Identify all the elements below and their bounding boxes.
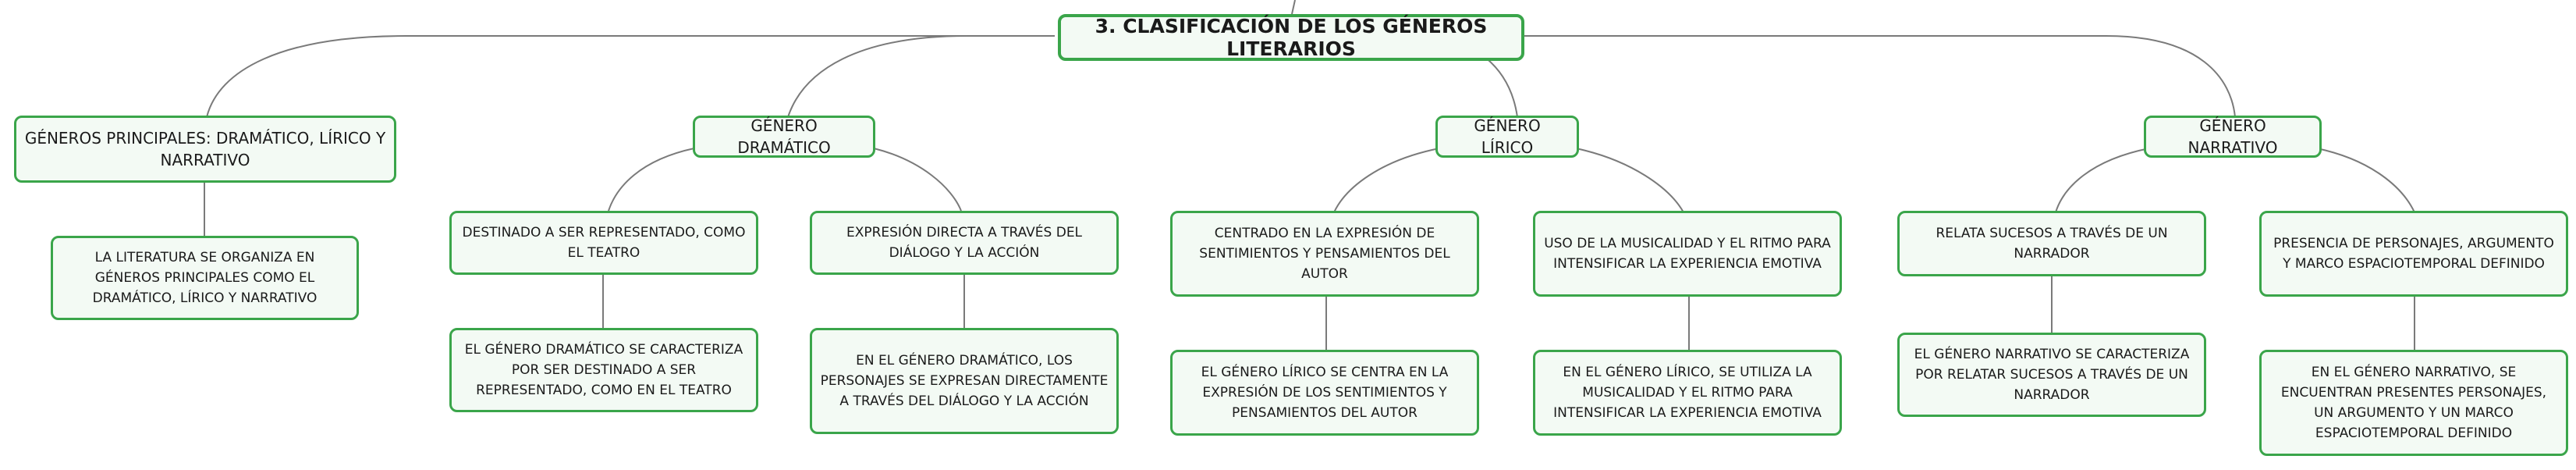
topic-narrativo-narrador-label: RELATA SUCESOS A TRAVÉS DE UN NARRADOR	[1936, 226, 2168, 262]
connector-root-branch-2	[787, 35, 1055, 118]
leaf-lirico-musicalidad[interactable]: EN EL GÉNERO LÍRICO, SE UTILIZA LA MUSIC…	[1533, 350, 1842, 436]
leaf-lirico-sentimientos-label: EL GÉNERO LÍRICO SE CENTRA EN LA EXPRESI…	[1201, 365, 1449, 421]
topic-dramatico-dialogo[interactable]: EXPRESIÓN DIRECTA A TRAVÉS DEL DIÁLOGO Y…	[810, 211, 1119, 275]
leaf-narrativo-narrador[interactable]: EL GÉNERO NARRATIVO SE CARACTERIZA POR R…	[1897, 333, 2206, 417]
connector-root-parent	[1291, 0, 1296, 15]
topic-narrativo-personajes-label: PRESENCIA DE PERSONAJES, ARGUMENTO Y MAR…	[2273, 236, 2554, 272]
branch-genero-lirico[interactable]: GÉNERO LÍRICO	[1435, 116, 1579, 158]
root-topic-label: 3. CLASIFICACIÓN DE LOS GÉNEROS LITERARI…	[1095, 15, 1488, 60]
leaf-generos-principales[interactable]: LA LITERATURA SE ORGANIZA EN GÉNEROS PRI…	[51, 236, 359, 320]
leaf-dramatico-representado[interactable]: EL GÉNERO DRAMÁTICO SE CARACTERIZA POR S…	[449, 328, 758, 412]
connector-lirico-child-1	[1333, 148, 1440, 213]
leaf-dramatico-representado-label: EL GÉNERO DRAMÁTICO SE CARACTERIZA POR S…	[464, 342, 743, 398]
branch-genero-narrativo[interactable]: GÉNERO NARRATIVO	[2144, 116, 2322, 158]
branch-genero-dramatico-label: GÉNERO DRAMÁTICO	[737, 116, 831, 157]
connector-root-branch-1	[206, 35, 1055, 118]
branch-genero-narrativo-label: GÉNERO NARRATIVO	[2187, 116, 2278, 157]
leaf-dramatico-dialogo[interactable]: EN EL GÉNERO DRAMÁTICO, LOS PERSONAJES S…	[810, 328, 1119, 434]
branch-genero-lirico-label: GÉNERO LÍRICO	[1474, 116, 1541, 157]
connector-narrativo-child-1	[2055, 148, 2150, 213]
branch-generos-principales[interactable]: GÉNEROS PRINCIPALES: DRAMÁTICO, LÍRICO Y…	[14, 116, 396, 183]
leaf-narrativo-personajes[interactable]: EN EL GÉNERO NARRATIVO, SE ENCUENTRAN PR…	[2259, 350, 2568, 456]
connector-root-branch-3	[1483, 55, 1518, 118]
connector-dramatic-child-2	[873, 148, 962, 212]
leaf-generos-principales-label: LA LITERATURA SE ORGANIZA EN GÉNEROS PRI…	[92, 250, 318, 306]
leaf-narrativo-narrador-label: EL GÉNERO NARRATIVO SE CARACTERIZA POR R…	[1914, 347, 2190, 403]
connector-dramatic-child-1	[608, 148, 695, 212]
topic-lirico-musicalidad-label: USO DE LA MUSICALIDAD Y EL RITMO PARA IN…	[1544, 236, 1831, 272]
topic-lirico-sentimientos-label: CENTRADO EN LA EXPRESIÓN DE SENTIMIENTOS…	[1199, 226, 1450, 282]
topic-narrativo-narrador[interactable]: RELATA SUCESOS A TRAVÉS DE UN NARRADOR	[1897, 211, 2206, 276]
leaf-lirico-sentimientos[interactable]: EL GÉNERO LÍRICO SE CENTRA EN LA EXPRESI…	[1170, 350, 1479, 436]
topic-dramatico-representado[interactable]: DESTINADO A SER REPRESENTADO, COMO EL TE…	[449, 211, 758, 275]
topic-dramatico-dialogo-label: EXPRESIÓN DIRECTA A TRAVÉS DEL DIÁLOGO Y…	[846, 225, 1083, 261]
leaf-narrativo-personajes-label: EN EL GÉNERO NARRATIVO, SE ENCUENTRAN PR…	[2280, 365, 2547, 441]
leaf-lirico-musicalidad-label: EN EL GÉNERO LÍRICO, SE UTILIZA LA MUSIC…	[1553, 365, 1822, 421]
branch-generos-principales-label: GÉNEROS PRINCIPALES: DRAMÁTICO, LÍRICO Y…	[24, 129, 386, 169]
topic-narrativo-personajes[interactable]: PRESENCIA DE PERSONAJES, ARGUMENTO Y MAR…	[2259, 211, 2568, 297]
leaf-dramatico-dialogo-label: EN EL GÉNERO DRAMÁTICO, LOS PERSONAJES S…	[820, 353, 1109, 409]
root-topic[interactable]: 3. CLASIFICACIÓN DE LOS GÉNEROS LITERARI…	[1058, 14, 1524, 61]
topic-dramatico-representado-label: DESTINADO A SER REPRESENTADO, COMO EL TE…	[462, 225, 746, 261]
topic-lirico-musicalidad[interactable]: USO DE LA MUSICALIDAD Y EL RITMO PARA IN…	[1533, 211, 1842, 297]
branch-genero-dramatico[interactable]: GÉNERO DRAMÁTICO	[693, 116, 875, 158]
connector-root-branch-4	[1521, 35, 2236, 118]
connector-lirico-child-2	[1575, 148, 1684, 213]
connector-narrativo-child-2	[2316, 148, 2415, 213]
topic-lirico-sentimientos[interactable]: CENTRADO EN LA EXPRESIÓN DE SENTIMIENTOS…	[1170, 211, 1479, 297]
